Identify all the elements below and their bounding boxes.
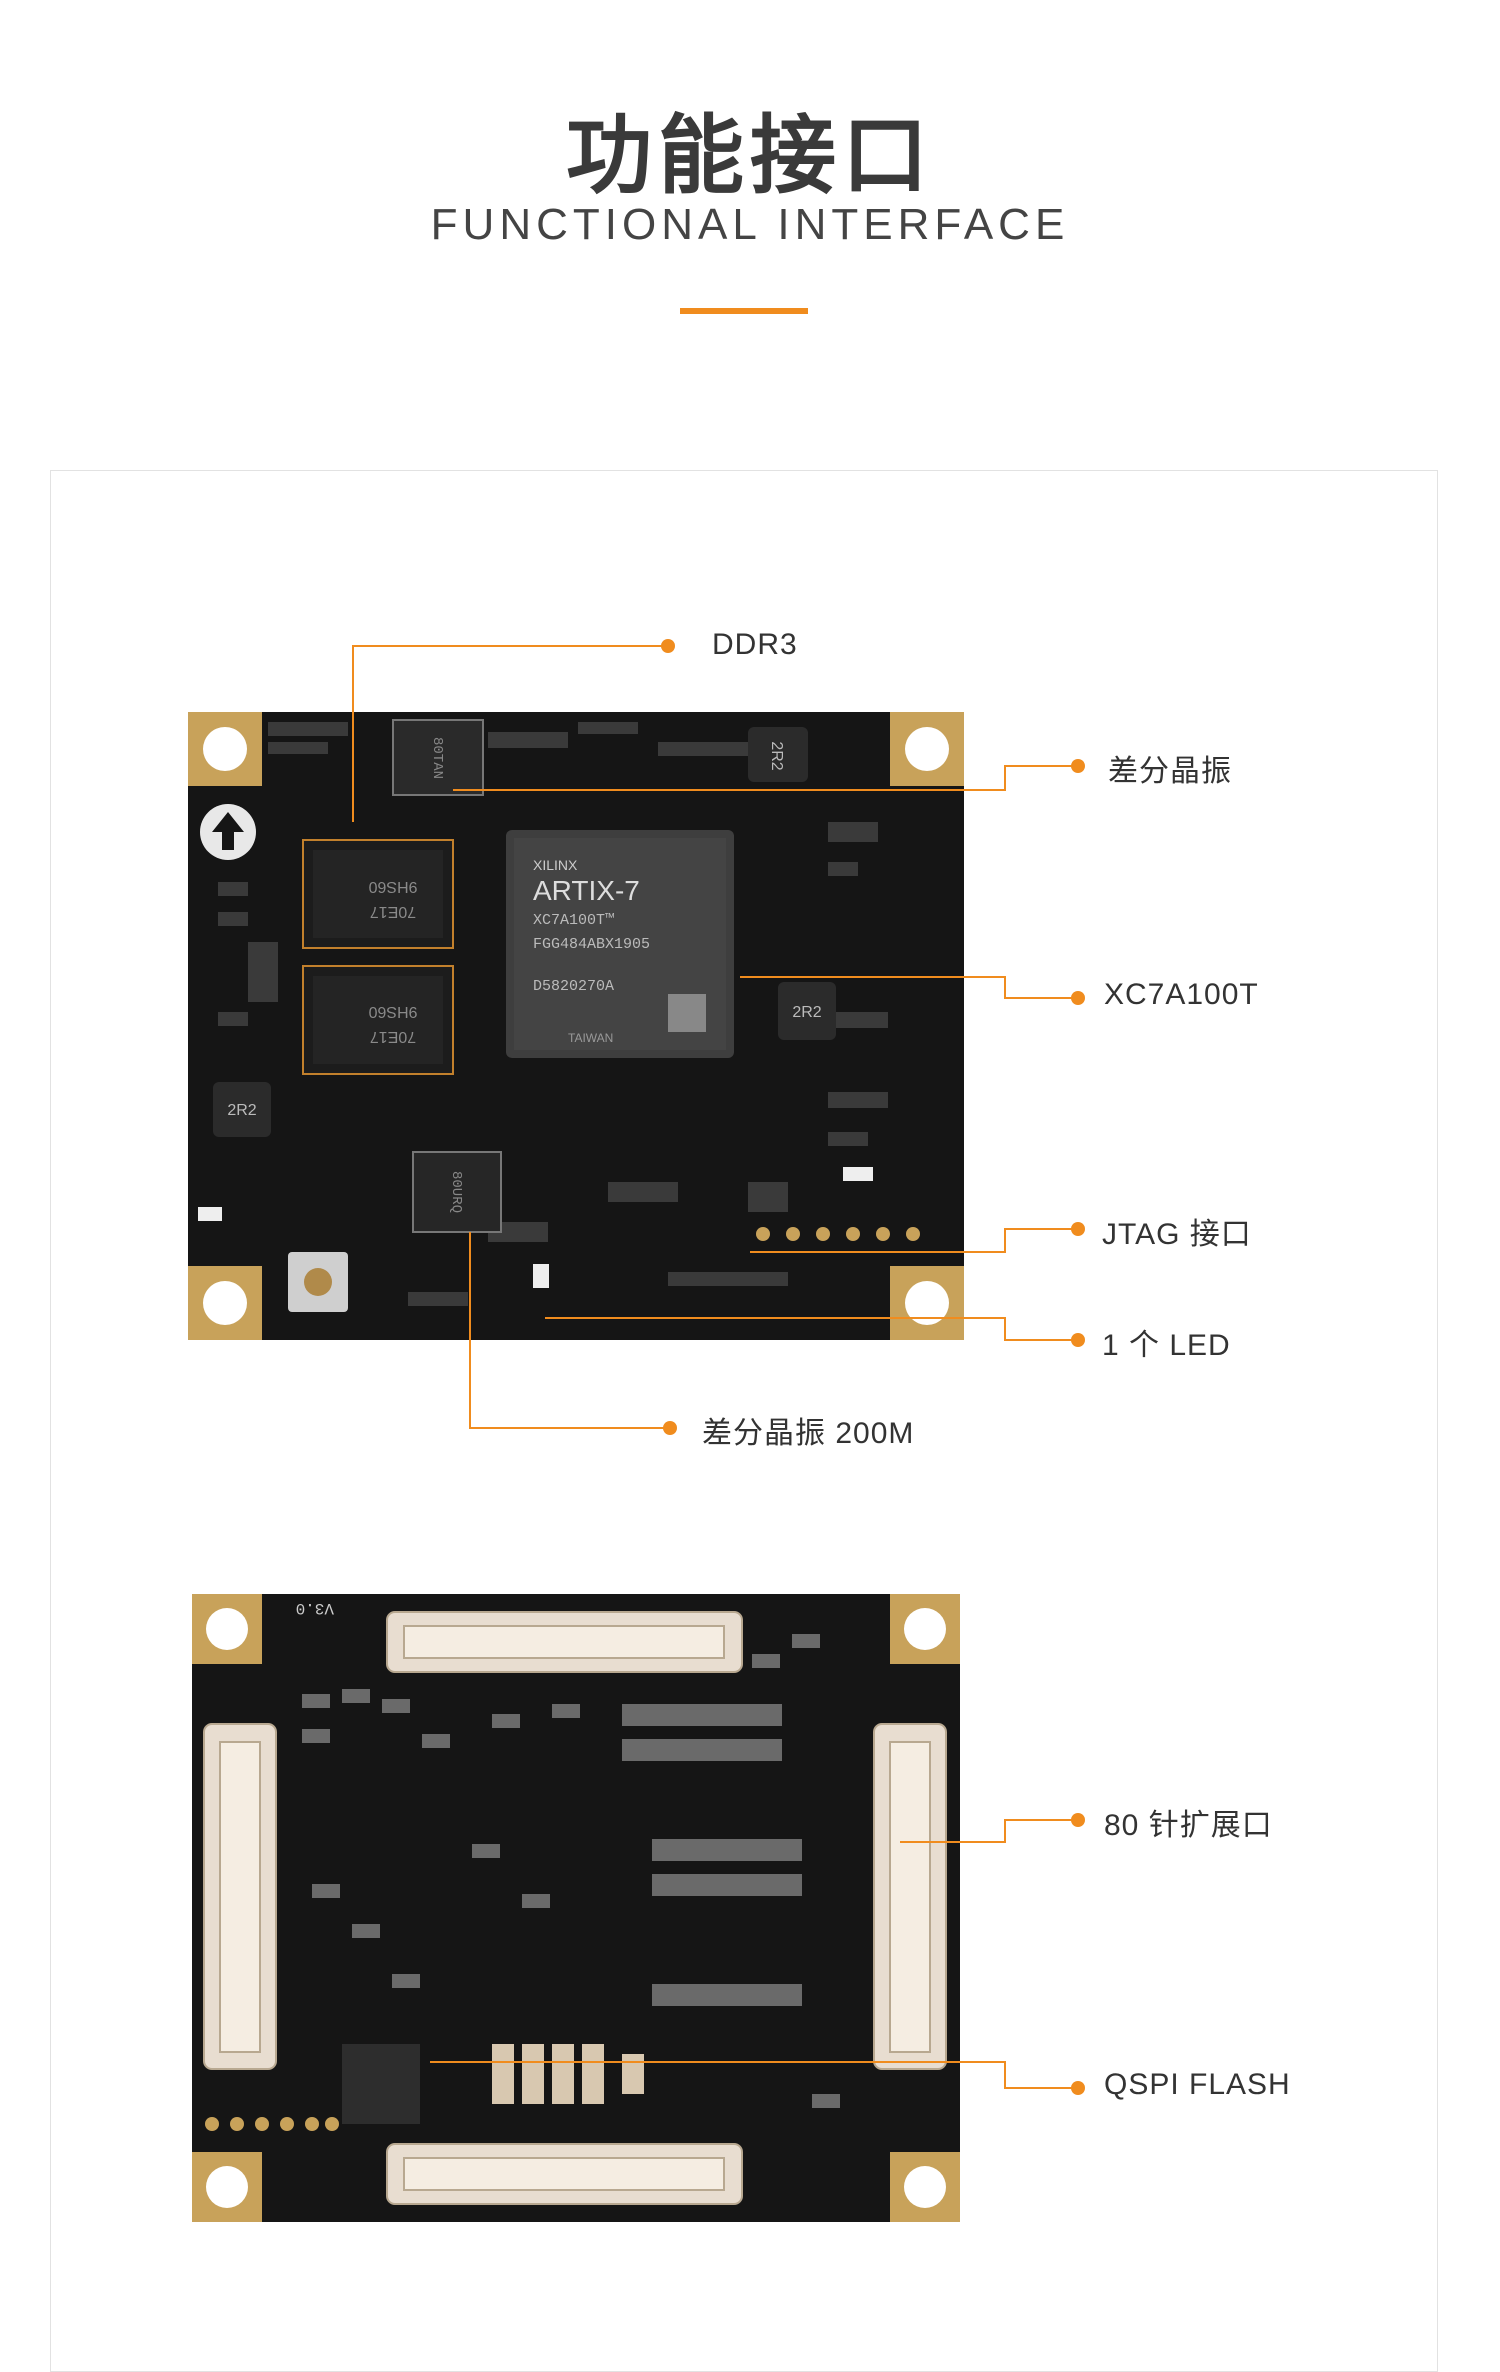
osc-top-text: 80TAN: [429, 737, 445, 779]
fpga-brand: XILINX: [533, 857, 578, 873]
fpga-family: ARTIX-7: [533, 875, 640, 906]
osc-bottom-text: 80URQ: [448, 1171, 464, 1213]
front-board-image: 80TAN 2R2 9HS60 70E17 9HS60 70E17 XILINX…: [188, 712, 964, 1340]
fpga-qr-code: [668, 994, 706, 1032]
callout-jtag: JTAG 接口: [1102, 1218, 1252, 1251]
ram1-text-b: 70E17: [370, 903, 416, 920]
inductor-left-text: 2R2: [227, 1102, 256, 1119]
callout-ddr3: DDR3: [712, 628, 798, 661]
inductor-right-text: 2R2: [792, 1004, 821, 1021]
callout-qspi: QSPI FLASH: [1104, 2068, 1291, 2101]
fpga-lot: D5820270A: [533, 978, 614, 995]
page-title: 功能接口: [566, 106, 934, 206]
board-version: V3.0: [296, 1599, 334, 1617]
title-accent-line: [680, 308, 808, 314]
mount-hole-br: [890, 1266, 964, 1340]
back-board-image: V3.0: [192, 1594, 960, 2222]
mount-hole-tr: [890, 712, 964, 786]
ram2-text-a: 9HS60: [368, 1003, 417, 1020]
expansion-connector-left: [203, 1723, 277, 2070]
page-subtitle: FUNCTIONAL INTERFACE: [430, 200, 1070, 249]
fpga-package: FGG484ABX1905: [533, 936, 650, 953]
callout-xc7a100t: XC7A100T: [1104, 978, 1259, 1011]
inductor-top-text: 2R2: [768, 741, 785, 770]
qspi-flash-chip: [342, 2044, 420, 2124]
ram1-text-a: 9HS60: [368, 878, 417, 895]
expansion-connector-bottom: [386, 2143, 743, 2205]
expansion-connector-right: [873, 1723, 947, 2070]
callout-diff-osc-200m: 差分晶振 200M: [702, 1417, 915, 1450]
ram2-text-b: 70E17: [370, 1028, 416, 1045]
mount-hole-tl: [188, 712, 262, 786]
led: [533, 1264, 549, 1288]
callout-expansion: 80 针扩展口: [1104, 1809, 1273, 1842]
fpga-part: XC7A100T™: [533, 912, 614, 929]
expansion-connector-top: [386, 1611, 743, 1673]
mount-hole-bl: [188, 1266, 262, 1340]
fpga-origin: TAIWAN: [568, 1031, 613, 1045]
callout-diff-osc: 差分晶振: [1108, 755, 1232, 788]
callout-led: 1 个 LED: [1102, 1329, 1231, 1362]
